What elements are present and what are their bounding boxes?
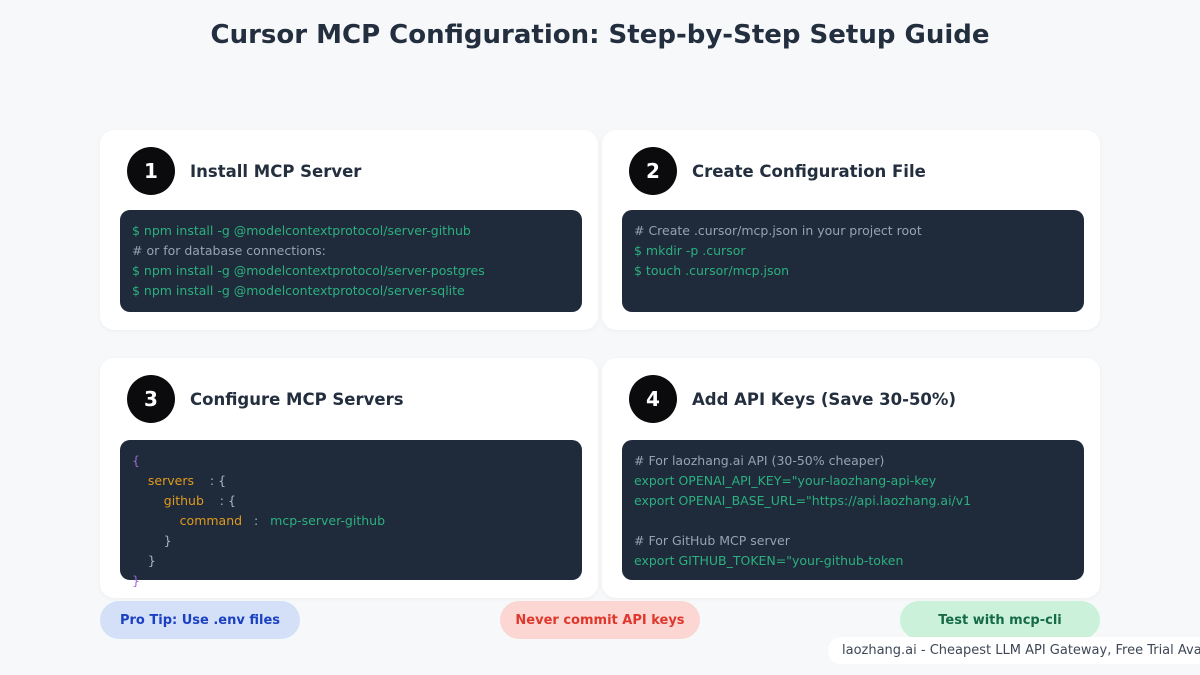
step-card-4: 4 Add API Keys (Save 30-50%) # For laozh… [602, 358, 1100, 598]
code-block-configure-servers: { servers : { github : { command : mcp-s… [120, 440, 582, 588]
code-line: $ npm install -g @modelcontextprotocol/s… [132, 223, 471, 238]
never-commit-badge: Never commit API keys [500, 601, 700, 639]
code-line: export GITHUB_TOKEN="your-github-token [634, 553, 904, 568]
step-title-2: Create Configuration File [692, 161, 926, 181]
code-line: # For GitHub MCP server [634, 533, 790, 548]
step-title-4: Add API Keys (Save 30-50%) [692, 389, 956, 409]
code-line [634, 511, 1072, 531]
step-title-3: Configure MCP Servers [190, 389, 404, 409]
page-title: Cursor MCP Configuration: Step-by-Step S… [210, 20, 990, 50]
step-number-badge-2: 2 [629, 147, 677, 195]
code-line: # For laozhang.ai API (30-50% cheaper) [634, 453, 885, 468]
code-line: export OPENAI_BASE_URL="https://api.laoz… [634, 493, 972, 508]
code-line: } [132, 573, 140, 588]
step-card-3: 3 Configure MCP Servers { servers : { gi… [100, 358, 598, 598]
code-line: # or for database connections: [132, 243, 326, 258]
step-card-2: 2 Create Configuration File # Create .cu… [602, 130, 1100, 330]
step-number-badge-1: 1 [127, 147, 175, 195]
code-line: servers : { [132, 473, 227, 488]
code-line: # Create .cursor/mcp.json in your projec… [634, 223, 922, 238]
code-line: export OPENAI_API_KEY="your-laozhang-api… [634, 473, 937, 488]
code-line: $ npm install -g @modelcontextprotocol/s… [132, 263, 485, 278]
step-card-1: 1 Install MCP Server $ npm install -g @m… [100, 130, 598, 330]
code-line: $ mkdir -p .cursor [634, 243, 746, 258]
step-number-badge-3: 3 [127, 375, 175, 423]
step-title-1: Install MCP Server [190, 161, 362, 181]
footer-watermark: laozhang.ai - Cheapest LLM API Gateway, … [828, 637, 1200, 664]
code-block-api-keys: # For laozhang.ai API (30-50% cheaper) ex… [622, 440, 1084, 580]
code-line: } [132, 553, 156, 568]
code-line: { [132, 453, 140, 468]
step-number-badge-4: 4 [629, 375, 677, 423]
code-line: github : { [132, 493, 236, 508]
code-line: $ npm install -g @modelcontextprotocol/s… [132, 283, 465, 298]
code-line: command : mcp-server-github [132, 513, 386, 528]
code-block-create-config: # Create .cursor/mcp.json in your projec… [622, 210, 1084, 312]
pro-tip-badge: Pro Tip: Use .env files [100, 601, 300, 639]
code-line: $ touch .cursor/mcp.json [634, 263, 790, 278]
code-block-install: $ npm install -g @modelcontextprotocol/s… [120, 210, 582, 312]
test-mcp-cli-badge: Test with mcp-cli [900, 601, 1100, 639]
code-line: } [132, 533, 172, 548]
